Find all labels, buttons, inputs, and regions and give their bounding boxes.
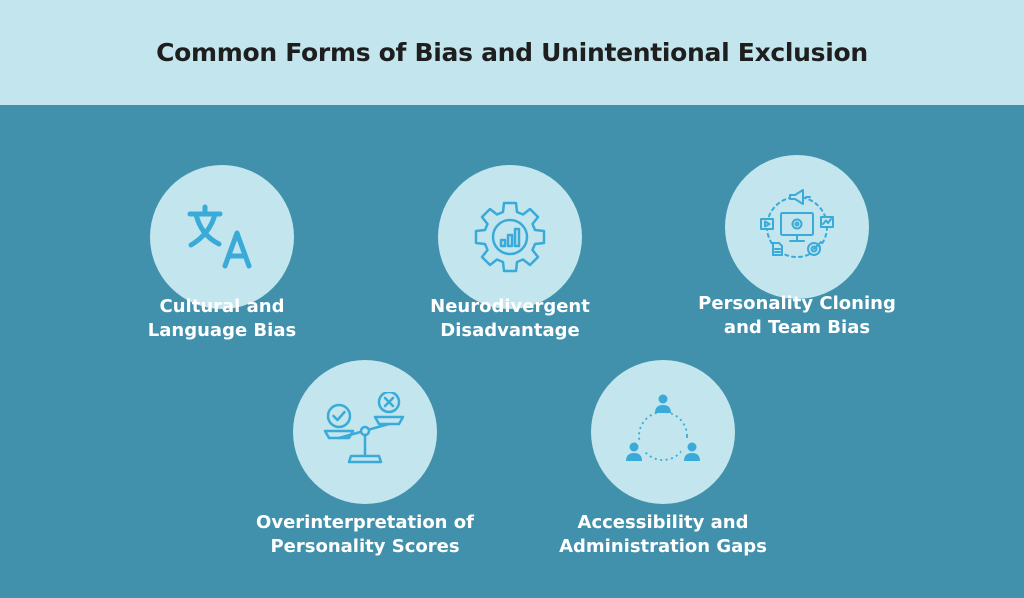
gear-chart-icon [474,201,546,273]
item-label: Overinterpretation of Personality Scores [235,511,495,559]
item-label-line1: Accessibility and [577,512,749,533]
icon-circle [591,360,735,504]
item-label-line2: and Team Bias [723,317,871,338]
network-people-icon [623,392,703,461]
item-label: Accessibility and Administration Gaps [533,511,793,559]
icon-circle [438,165,582,309]
item-label: Personality Cloning and Team Bias [667,292,927,340]
item-label-line2: Administration Gaps [559,536,767,557]
translate-icon [187,204,252,269]
item-label-line1: Personality Cloning [698,293,896,314]
item-neurodivergent-disadvantage: Neurodivergent Disadvantage [380,165,640,345]
marketing-monitor-icon [760,189,834,258]
item-label-line1: Neurodivergent [430,296,590,317]
balance-scale-icon [323,392,405,464]
item-label-line2: Language Bias [147,320,297,341]
item-label-line1: Cultural and [159,296,285,317]
icon-circle [725,155,869,299]
item-personality-cloning: Personality Cloning and Team Bias [667,155,927,345]
item-label: Cultural and Language Bias [92,295,352,343]
header-band: Common Forms of Bias and Unintentional E… [0,0,1024,105]
item-label-line2: Personality Scores [270,536,460,557]
page-title: Common Forms of Bias and Unintentional E… [156,38,868,67]
item-label-line2: Disadvantage [440,320,580,341]
item-label-line1: Overinterpretation of [256,512,474,533]
item-overinterpretation: Overinterpretation of Personality Scores [235,360,495,570]
icon-circle [293,360,437,504]
item-label: Neurodivergent Disadvantage [380,295,640,343]
item-accessibility-gaps: Accessibility and Administration Gaps [533,360,793,570]
icon-circle [150,165,294,309]
item-cultural-language-bias: Cultural and Language Bias [92,165,352,345]
